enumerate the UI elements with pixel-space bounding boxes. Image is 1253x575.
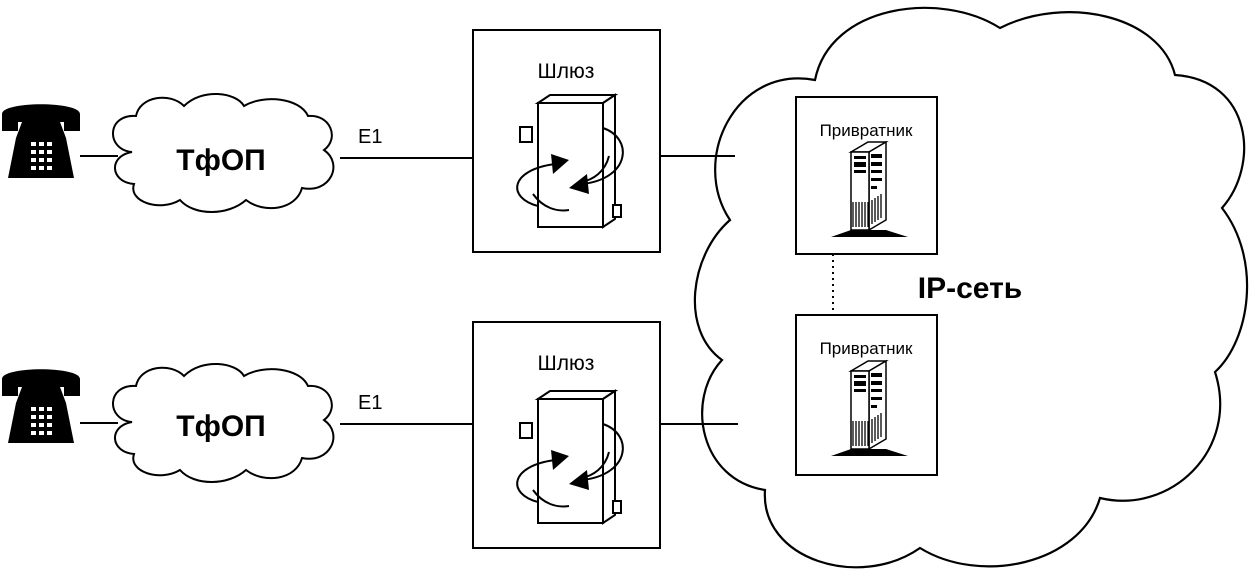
gatekeeper-box-bottom: Привратник <box>795 314 938 476</box>
gateway-box-bottom: Шлюз <box>472 321 661 549</box>
gatekeeper-box-top: Привратник <box>795 96 938 255</box>
gateway-label-bottom: Шлюз <box>538 352 595 375</box>
ip-network-label: IP-сеть <box>918 272 1022 305</box>
telephone-icon <box>2 104 80 178</box>
gateway-box-top: Шлюз <box>472 29 661 253</box>
gatekeeper-label-bottom: Привратник <box>820 339 913 358</box>
gatekeeper-label-top: Привратник <box>820 121 913 140</box>
e1-label-top: E1 <box>358 126 382 148</box>
gateway-label-top: Шлюз <box>538 60 595 83</box>
pstn-label-bottom: ТфОП <box>176 410 265 443</box>
pstn-label-top: ТфОП <box>176 144 265 177</box>
e1-label-bottom: E1 <box>358 392 382 414</box>
telephone-icon <box>2 369 80 443</box>
